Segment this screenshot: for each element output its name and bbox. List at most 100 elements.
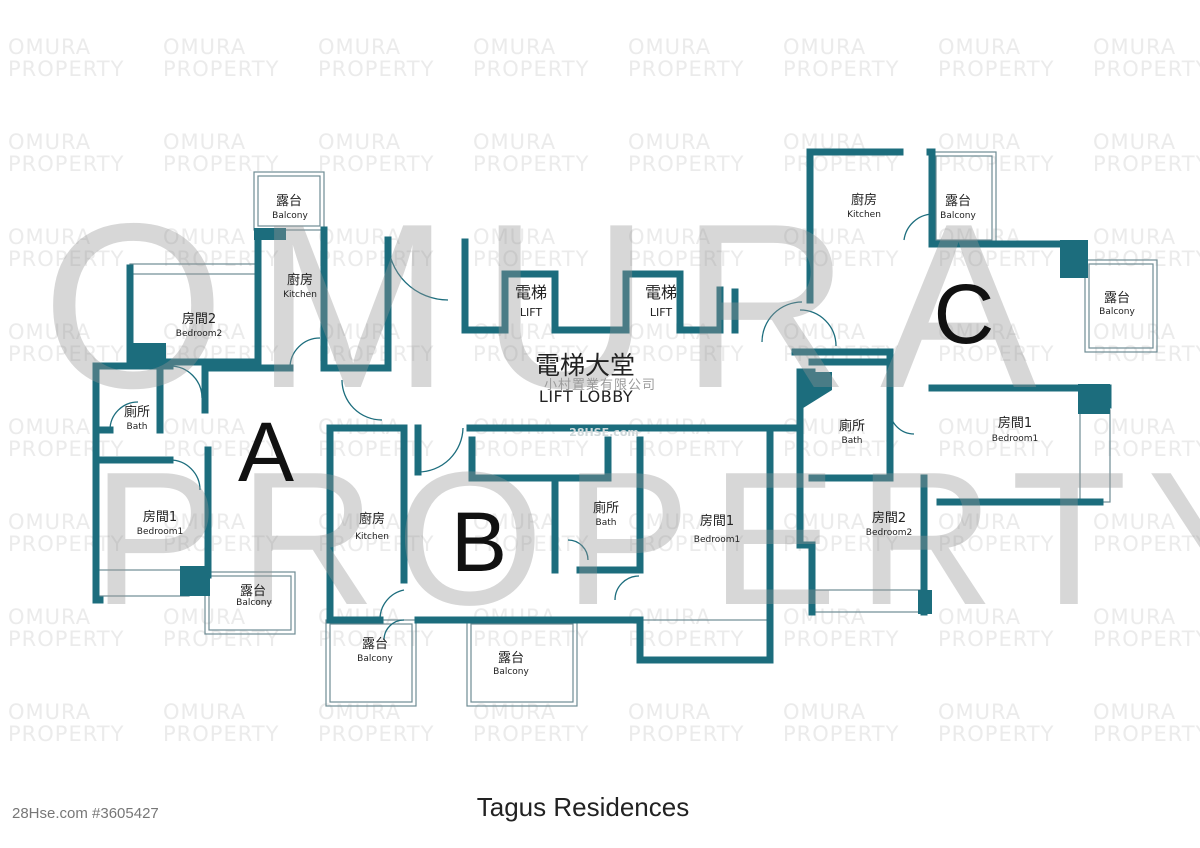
watermark-tile-line1: OMURA <box>938 320 1022 344</box>
watermark-tile-line2: PROPERTY <box>1093 57 1200 81</box>
unit-c-balcony-right-en: Balcony <box>1099 307 1135 317</box>
watermark-tile-line1: OMURA <box>628 130 712 154</box>
watermark-tile-line1: OMURA <box>8 415 92 439</box>
watermark-tile-line2: PROPERTY <box>938 532 1055 556</box>
watermark-tile-line2: PROPERTY <box>1093 437 1200 461</box>
watermark-tile-line2: PROPERTY <box>163 57 280 81</box>
watermark-tile-line1: OMURA <box>318 130 402 154</box>
unit-b-bath-cn: 廁所 <box>592 501 620 516</box>
watermark-tile-line2: PROPERTY <box>938 247 1055 271</box>
structural-columns <box>130 228 1110 614</box>
unit-b-kitchen-cn: 廚房 <box>358 512 386 527</box>
watermark-tile-line1: OMURA <box>473 225 557 249</box>
watermark-tile-line2: PROPERTY <box>163 437 280 461</box>
watermark-tile-line1: OMURA <box>783 415 867 439</box>
watermark-tile-line1: OMURA <box>938 130 1022 154</box>
watermark-tile-line1: OMURA <box>318 225 402 249</box>
watermark-tile-line1: OMURA <box>8 605 92 629</box>
watermark-tile-line1: OMURA <box>783 510 867 534</box>
unit-b-balcony-right-en: Balcony <box>493 667 529 677</box>
watermark-tile-line2: PROPERTY <box>938 57 1055 81</box>
watermark-tile-line2: PROPERTY <box>473 152 590 176</box>
watermark-tile-line1: OMURA <box>783 35 867 59</box>
watermark-tile-line2: PROPERTY <box>628 342 745 366</box>
unit-b-bath-en: Bath <box>595 518 617 528</box>
watermark-tile-line2: PROPERTY <box>318 342 435 366</box>
unit-c-balcony-top-en: Balcony <box>940 211 976 221</box>
watermark-tile-line2: PROPERTY <box>163 722 280 746</box>
unit-b-balcony-right-cn: 露台 <box>497 651 525 666</box>
unit-c-bedroom2-en: Bedroom2 <box>865 528 913 538</box>
watermark-tile-line2: PROPERTY <box>783 627 900 651</box>
watermark-tile-line2: PROPERTY <box>8 722 125 746</box>
watermark-tile-line2: PROPERTY <box>318 722 435 746</box>
unit-c-kitchen-en: Kitchen <box>847 210 881 220</box>
unit-a-balcony-top-cn: 露台 <box>275 194 303 209</box>
watermark-tile-line2: PROPERTY <box>473 532 590 556</box>
unit-a-bath-en: Bath <box>126 422 148 432</box>
watermark-big-line1: OMURA <box>42 174 1067 437</box>
watermark-tile-line1: OMURA <box>783 320 867 344</box>
unit-a-balcony-bottom-en: Balcony <box>236 598 272 608</box>
unit-a-letter: A <box>237 405 295 499</box>
lift-lobby-label-cn: 電梯大堂 <box>534 351 636 380</box>
watermark-tile-line1: OMURA <box>938 700 1022 724</box>
watermark-tile-line1: OMURA <box>1093 35 1177 59</box>
watermark-tile-line2: PROPERTY <box>628 57 745 81</box>
door-swings <box>109 213 933 641</box>
watermark-tile-line1: OMURA <box>8 35 92 59</box>
lift2-label-cn: 電梯 <box>644 283 678 302</box>
unit-c-bath-en: Bath <box>841 436 863 446</box>
watermark-tile-line1: OMURA <box>163 510 247 534</box>
watermark-tile-line1: OMURA <box>1093 130 1177 154</box>
unit-c-balcony-top-cn: 露台 <box>944 194 972 209</box>
company-watermark: 小村置業有限公司 <box>543 378 657 393</box>
watermark-tile-line1: OMURA <box>1093 415 1177 439</box>
watermark-tile-line1: OMURA <box>1093 510 1177 534</box>
unit-c-kitchen-cn: 廚房 <box>850 193 878 208</box>
watermark-tile-line2: PROPERTY <box>163 152 280 176</box>
watermark-tile-line1: OMURA <box>163 320 247 344</box>
lift2-label-en: LIFT <box>649 306 673 319</box>
watermark-tile-line2: PROPERTY <box>628 532 745 556</box>
unit-c-bedroom1-cn: 房間1 <box>997 416 1033 431</box>
watermark-tile-line2: PROPERTY <box>473 722 590 746</box>
unit-a-bedroom2-cn: 房間2 <box>181 312 217 327</box>
watermark-tile-line2: PROPERTY <box>8 152 125 176</box>
unit-a-bedroom1-cn: 房間1 <box>142 510 178 525</box>
watermark-tile-line1: OMURA <box>163 130 247 154</box>
watermark-tile-line1: OMURA <box>163 700 247 724</box>
watermark-tile-line1: OMURA <box>318 510 402 534</box>
watermark-tile-line2: PROPERTY <box>783 57 900 81</box>
watermark-tile-line1: OMURA <box>8 225 92 249</box>
lift1-label-en: LIFT <box>519 306 543 319</box>
unit-c-bedroom1-en: Bedroom1 <box>991 434 1039 444</box>
unit-a-balcony-top-en: Balcony <box>272 211 308 221</box>
unit-a-kitchen-cn: 廚房 <box>286 273 314 288</box>
lift1-label-cn: 電梯 <box>514 283 548 302</box>
watermark-tile-line2: PROPERTY <box>318 152 435 176</box>
watermark-tile-line2: PROPERTY <box>163 532 280 556</box>
